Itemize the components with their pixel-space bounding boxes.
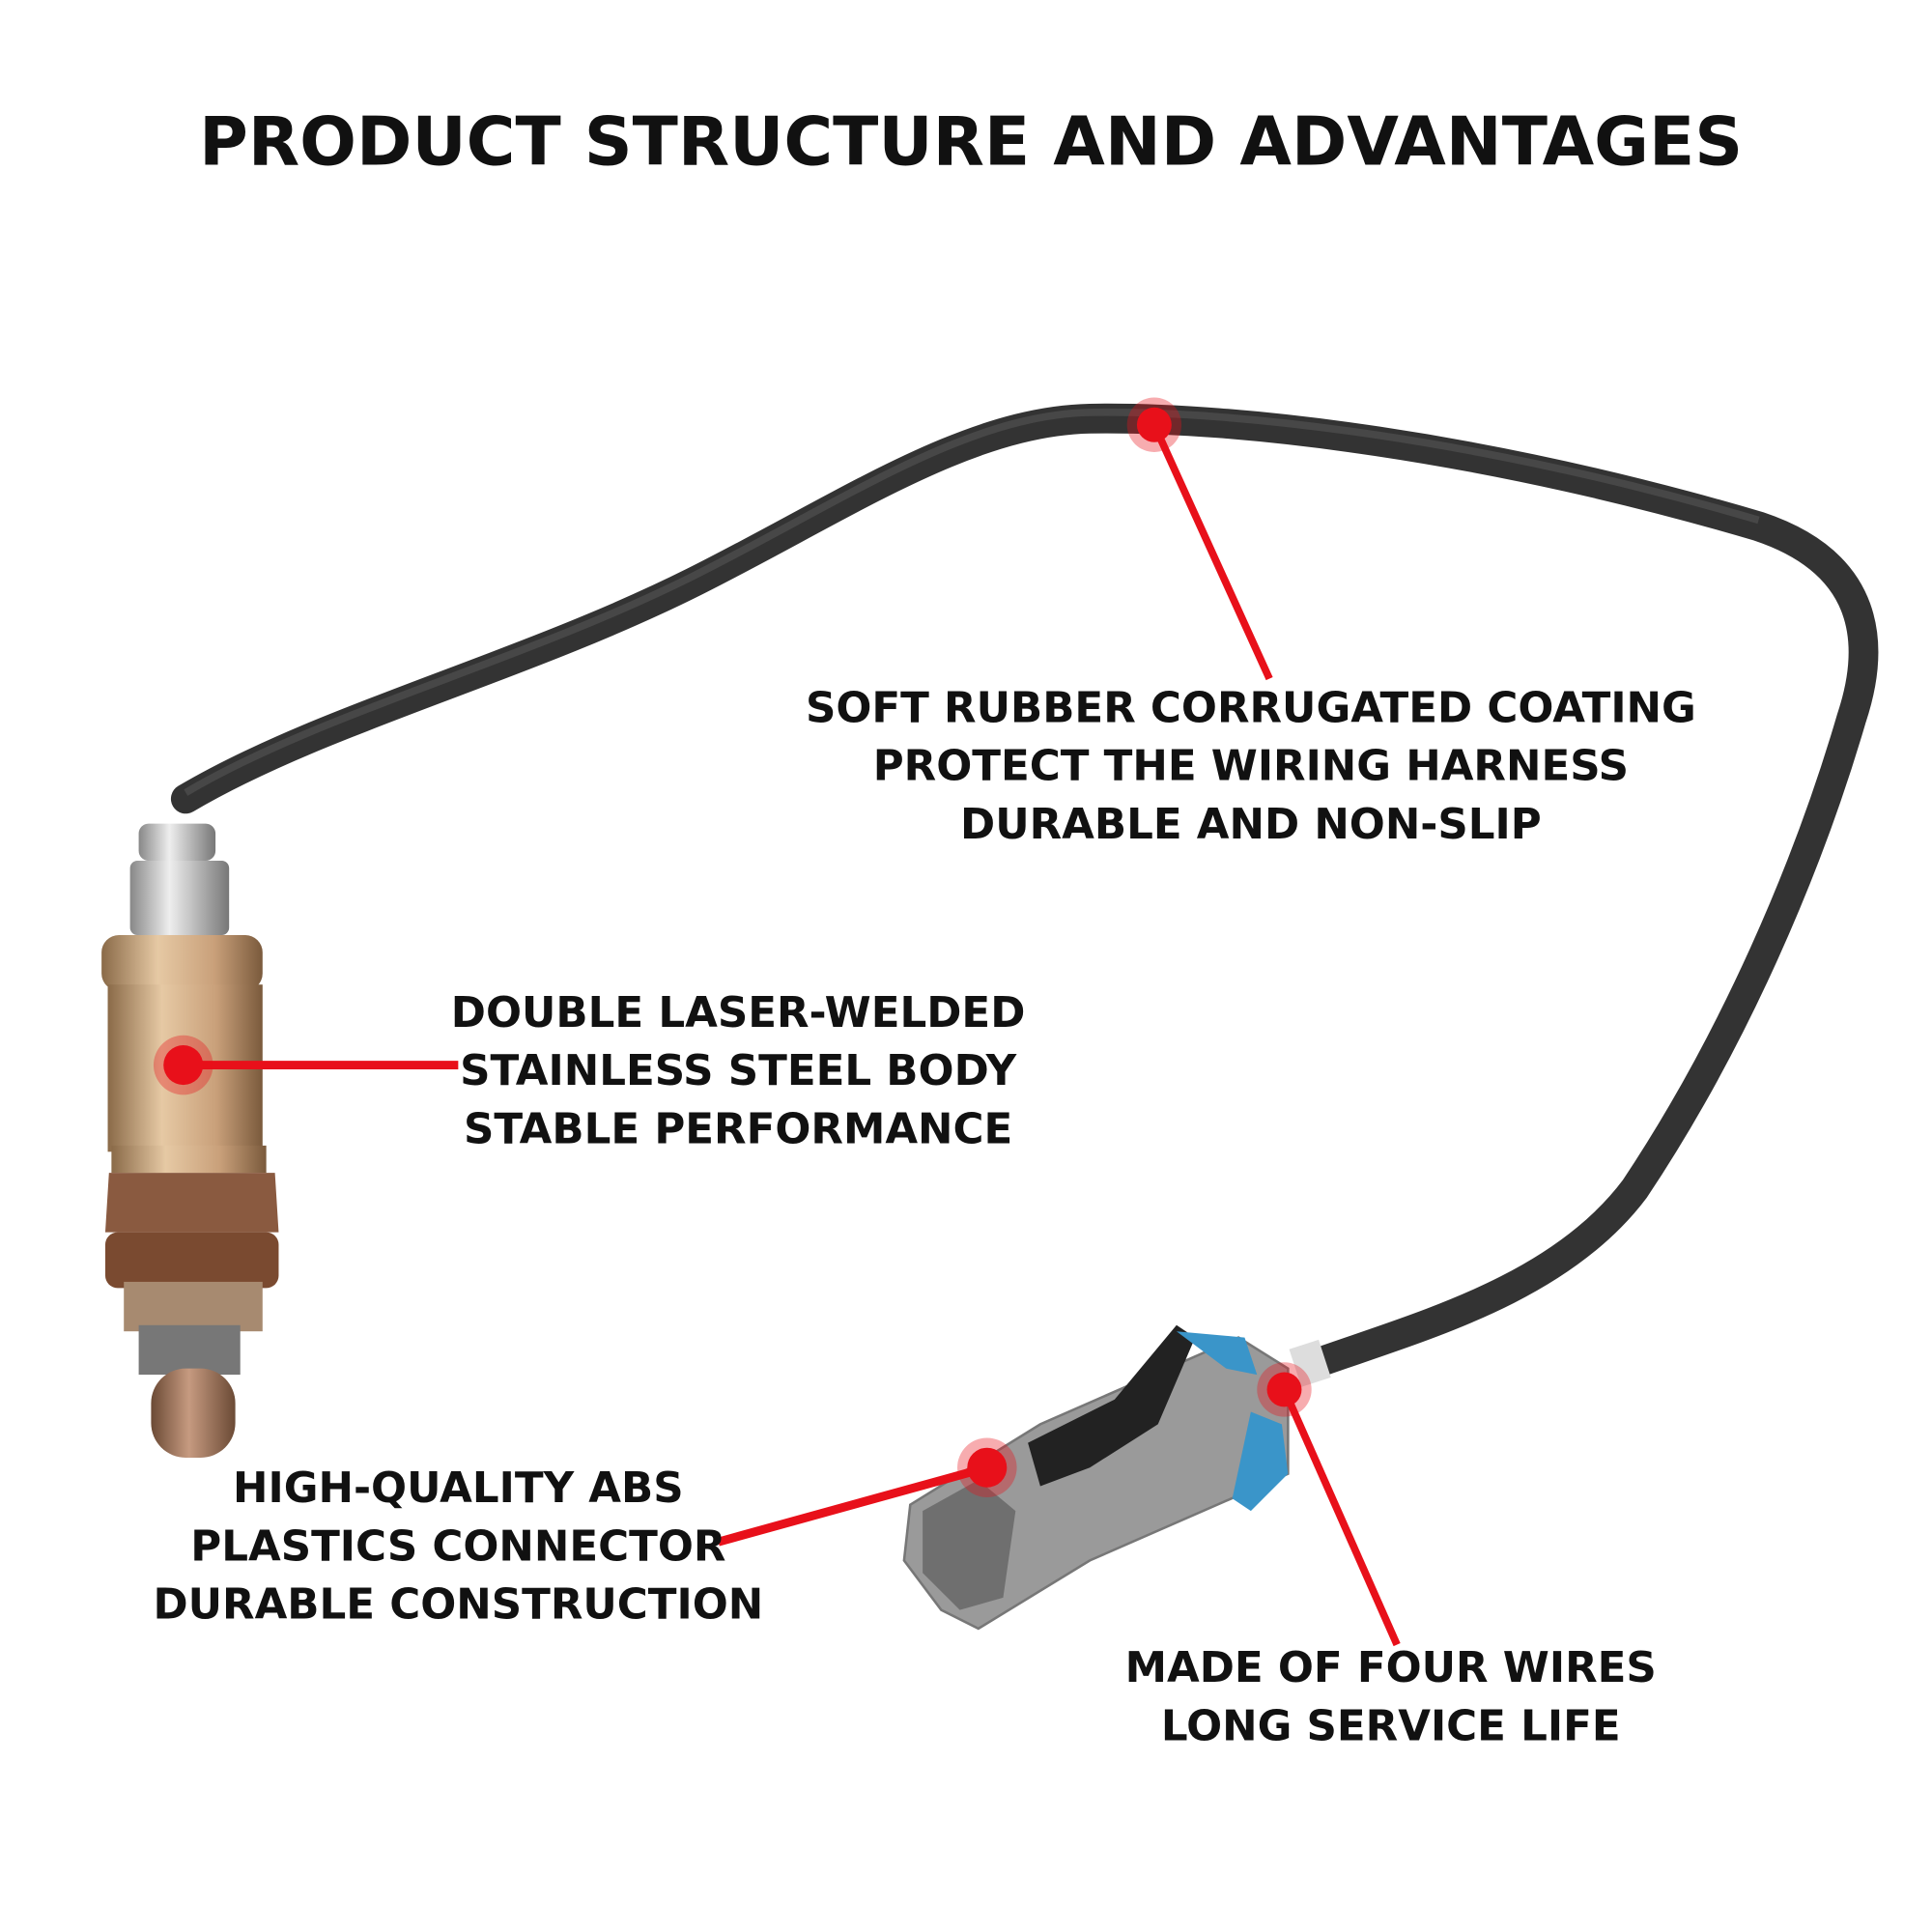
callout-text: PLASTICS CONNECTOR <box>190 1522 725 1571</box>
page-title: PRODUCT STRUCTURE AND ADVANTAGES <box>199 104 1743 182</box>
callout-wiring: SOFT RUBBER CORRUGATED COATING PROTECT T… <box>806 397 1696 849</box>
callout-text: LONG SERVICE LIFE <box>1161 1702 1621 1750</box>
wiring-harness-cable <box>170 403 1879 1378</box>
callout-text: STABLE PERFORMANCE <box>464 1105 1012 1153</box>
callout-text: HIGH-QUALITY ABS <box>233 1464 684 1513</box>
callout-wires: MADE OF FOUR WIRES LONG SERVICE LIFE <box>1125 1362 1657 1750</box>
callout-text: STAINLESS STEEL BODY <box>460 1047 1017 1095</box>
callout-text: PROTECT THE WIRING HARNESS <box>873 743 1629 791</box>
callout-text: MADE OF FOUR WIRES <box>1125 1644 1657 1692</box>
callout-dot-icon <box>1266 1372 1302 1407</box>
callout-dot-icon <box>163 1045 204 1086</box>
abs-plastic-connector <box>902 1324 1331 1631</box>
callout-text: SOFT RUBBER CORRUGATED COATING <box>806 684 1696 732</box>
callout-text: DOUBLE LASER-WELDED <box>451 989 1026 1037</box>
callout-body: DOUBLE LASER-WELDED STAINLESS STEEL BODY… <box>153 989 1026 1153</box>
oxygen-sensor-body <box>101 823 279 1458</box>
callout-dot-icon <box>1136 407 1172 442</box>
callout-text: DURABLE AND NON-SLIP <box>960 801 1542 849</box>
callout-connector: HIGH-QUALITY ABS PLASTICS CONNECTOR DURA… <box>153 1437 1017 1630</box>
callout-dot-icon <box>967 1447 1008 1488</box>
callout-text: DURABLE CONSTRUCTION <box>153 1581 763 1630</box>
